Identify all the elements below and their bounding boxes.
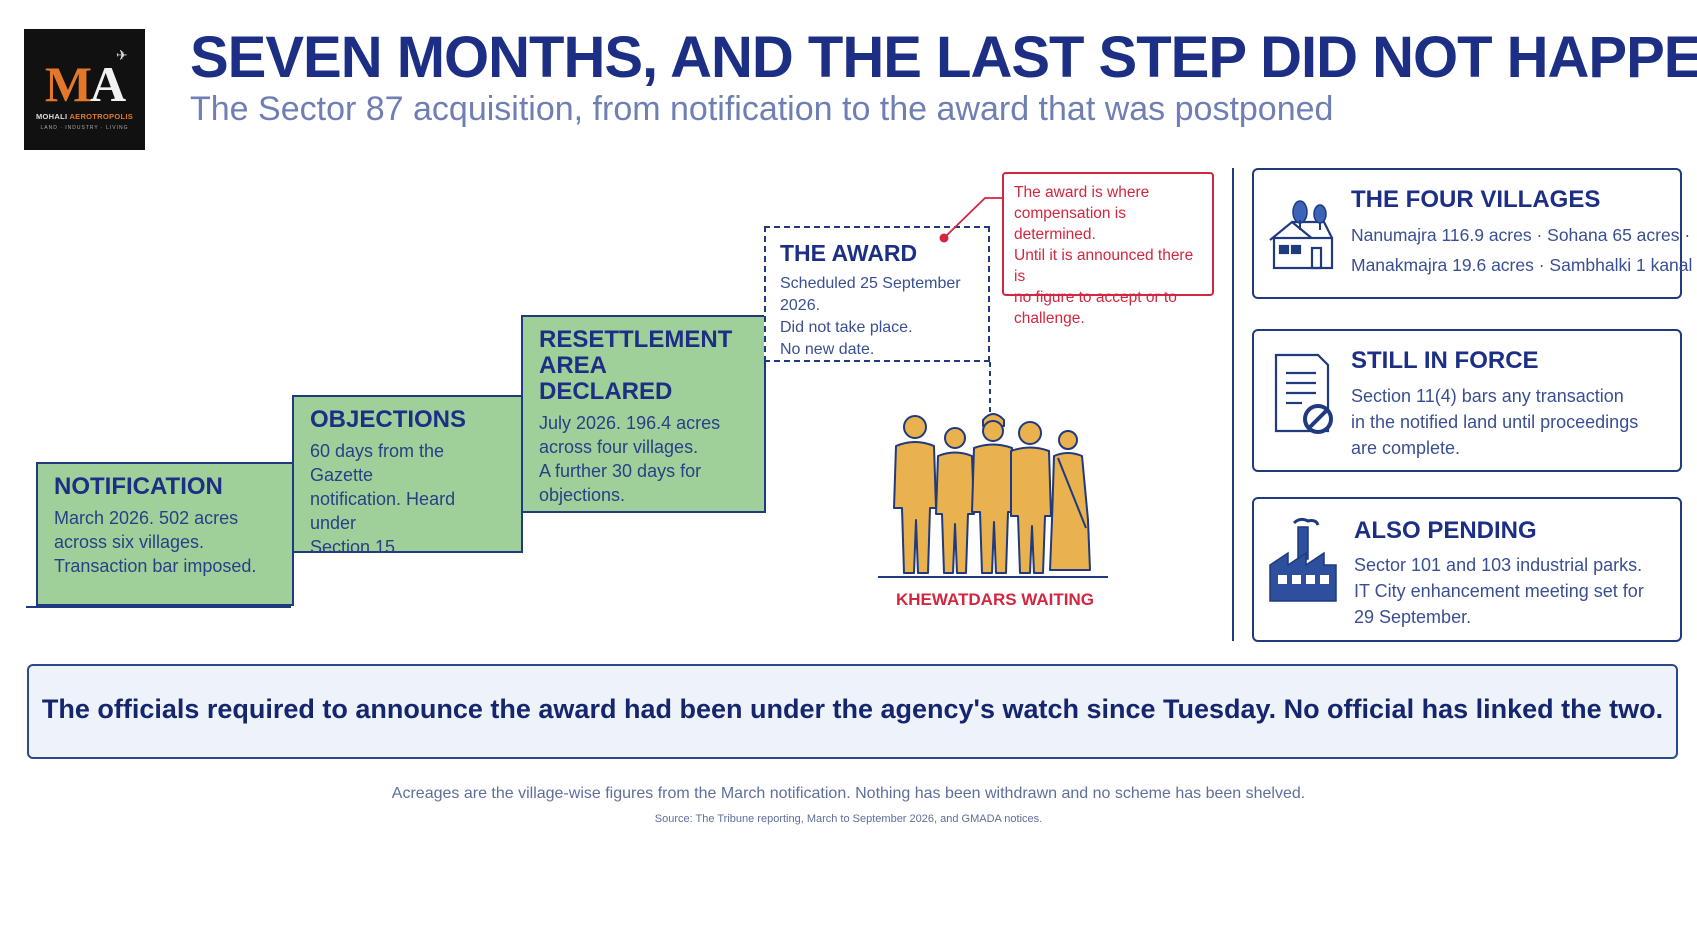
card-text-line: 29 September. xyxy=(1354,607,1472,627)
step-text-line: objections. xyxy=(539,485,626,505)
card-text-line: Nanumajra 116.9 acres · Sohana 65 acres … xyxy=(1351,225,1691,245)
factory-icon xyxy=(1269,517,1337,602)
timeline-baseline xyxy=(26,606,291,608)
note-callout-line xyxy=(945,197,1002,237)
step-text-line: 60 days from the Gazette xyxy=(310,441,445,485)
house-icon xyxy=(1269,200,1334,270)
step-text-line: July 2026. 196.4 acres xyxy=(539,413,721,433)
logo-mark: MA xyxy=(44,56,126,112)
step-text-line: March 2026. 502 acres xyxy=(54,508,239,528)
step-text-line: Transaction bar imposed. xyxy=(54,556,257,576)
award-text-line: No new date. xyxy=(780,341,875,358)
document-prohibited-icon xyxy=(1274,353,1333,434)
logo-name: MOHALI AEROTROPOLIS xyxy=(35,112,134,121)
card-title: ALSO PENDING xyxy=(1354,517,1537,544)
card-text-line: IT City enhancement meeting set for xyxy=(1354,581,1644,601)
step-title: OBJECTIONS xyxy=(310,406,467,433)
person-turban-icon xyxy=(971,413,1015,574)
note-callout-dot xyxy=(939,233,949,243)
waiting-people-illustration xyxy=(893,413,1091,574)
step-text-line: Section 15. xyxy=(310,537,401,557)
step-notification: NOTIFICATION March 2026. 502 acres acros… xyxy=(36,462,294,606)
step-text-line: across four villages. xyxy=(539,437,699,457)
card-also-pending: ALSO PENDING Sector 101 and 103 industri… xyxy=(1252,497,1682,642)
note-line: no figure to accept or to xyxy=(1014,289,1177,306)
note-line: compensation is determined. xyxy=(1014,205,1127,243)
award-text-line: Did not take place. xyxy=(780,319,913,336)
step-text-line: notification. Heard under xyxy=(310,489,456,533)
page-subtitle: The Sector 87 acquisition, from notifica… xyxy=(190,90,1334,128)
award-box: THE AWARD Scheduled 25 September 2026. D… xyxy=(764,226,990,362)
award-title: THE AWARD xyxy=(780,240,918,266)
note-line: challenge. xyxy=(1014,310,1085,327)
logo: ✈ MA MOHALI AEROTROPOLIS LAND · INDUSTRY… xyxy=(24,29,145,150)
card-text-line: Sector 101 and 103 industrial parks. xyxy=(1354,555,1643,575)
card-still-in-force: STILL IN FORCE Section 11(4) bars any tr… xyxy=(1252,329,1682,472)
award-text-line: Scheduled 25 September 2026. xyxy=(780,275,961,314)
footnote: Acreages are the village-wise figures fr… xyxy=(391,785,1306,802)
person-icon xyxy=(935,427,975,574)
step-objections: OBJECTIONS 60 days from the Gazette noti… xyxy=(292,395,523,557)
award-note: The award is where compensation is deter… xyxy=(1002,172,1214,327)
step-text-line: across six villages. xyxy=(54,532,205,552)
people-label: KHEWATDARS WAITING xyxy=(895,590,1094,609)
person-icon xyxy=(1010,421,1052,574)
card-text-line: Manakmajra 19.6 acres · Sambhalki 1 kana… xyxy=(1351,255,1693,275)
logo-tagline: LAND · INDUSTRY · LIVING xyxy=(40,125,129,131)
airplane-icon: ✈ xyxy=(116,47,128,63)
page-title: SEVEN MONTHS, AND THE LAST STEP DID NOT … xyxy=(190,25,1697,90)
step-text-line: A further 30 days for xyxy=(539,461,702,481)
conclusion-banner: The officials required to announce the a… xyxy=(27,664,1678,759)
card-text-line: Section 11(4) bars any transaction xyxy=(1351,386,1624,406)
banner-text: The officials required to announce the a… xyxy=(41,694,1664,724)
note-line: The award is where xyxy=(1014,184,1150,201)
card-title: STILL IN FORCE xyxy=(1351,347,1539,374)
card-text-line: are complete. xyxy=(1351,438,1461,458)
person-woman-icon xyxy=(1049,430,1091,571)
step-title: NOTIFICATION xyxy=(54,473,223,500)
person-icon xyxy=(893,415,937,574)
card-title: THE FOUR VILLAGES xyxy=(1351,186,1601,213)
card-four-villages: THE FOUR VILLAGES Nanumajra 116.9 acres … xyxy=(1252,168,1692,299)
source-note: Source: The Tribune reporting, March to … xyxy=(654,813,1043,825)
note-line: Until it is announced there is xyxy=(1014,247,1194,285)
vertical-divider xyxy=(1232,168,1234,641)
card-text-line: in the notified land until proceedings xyxy=(1351,412,1639,432)
